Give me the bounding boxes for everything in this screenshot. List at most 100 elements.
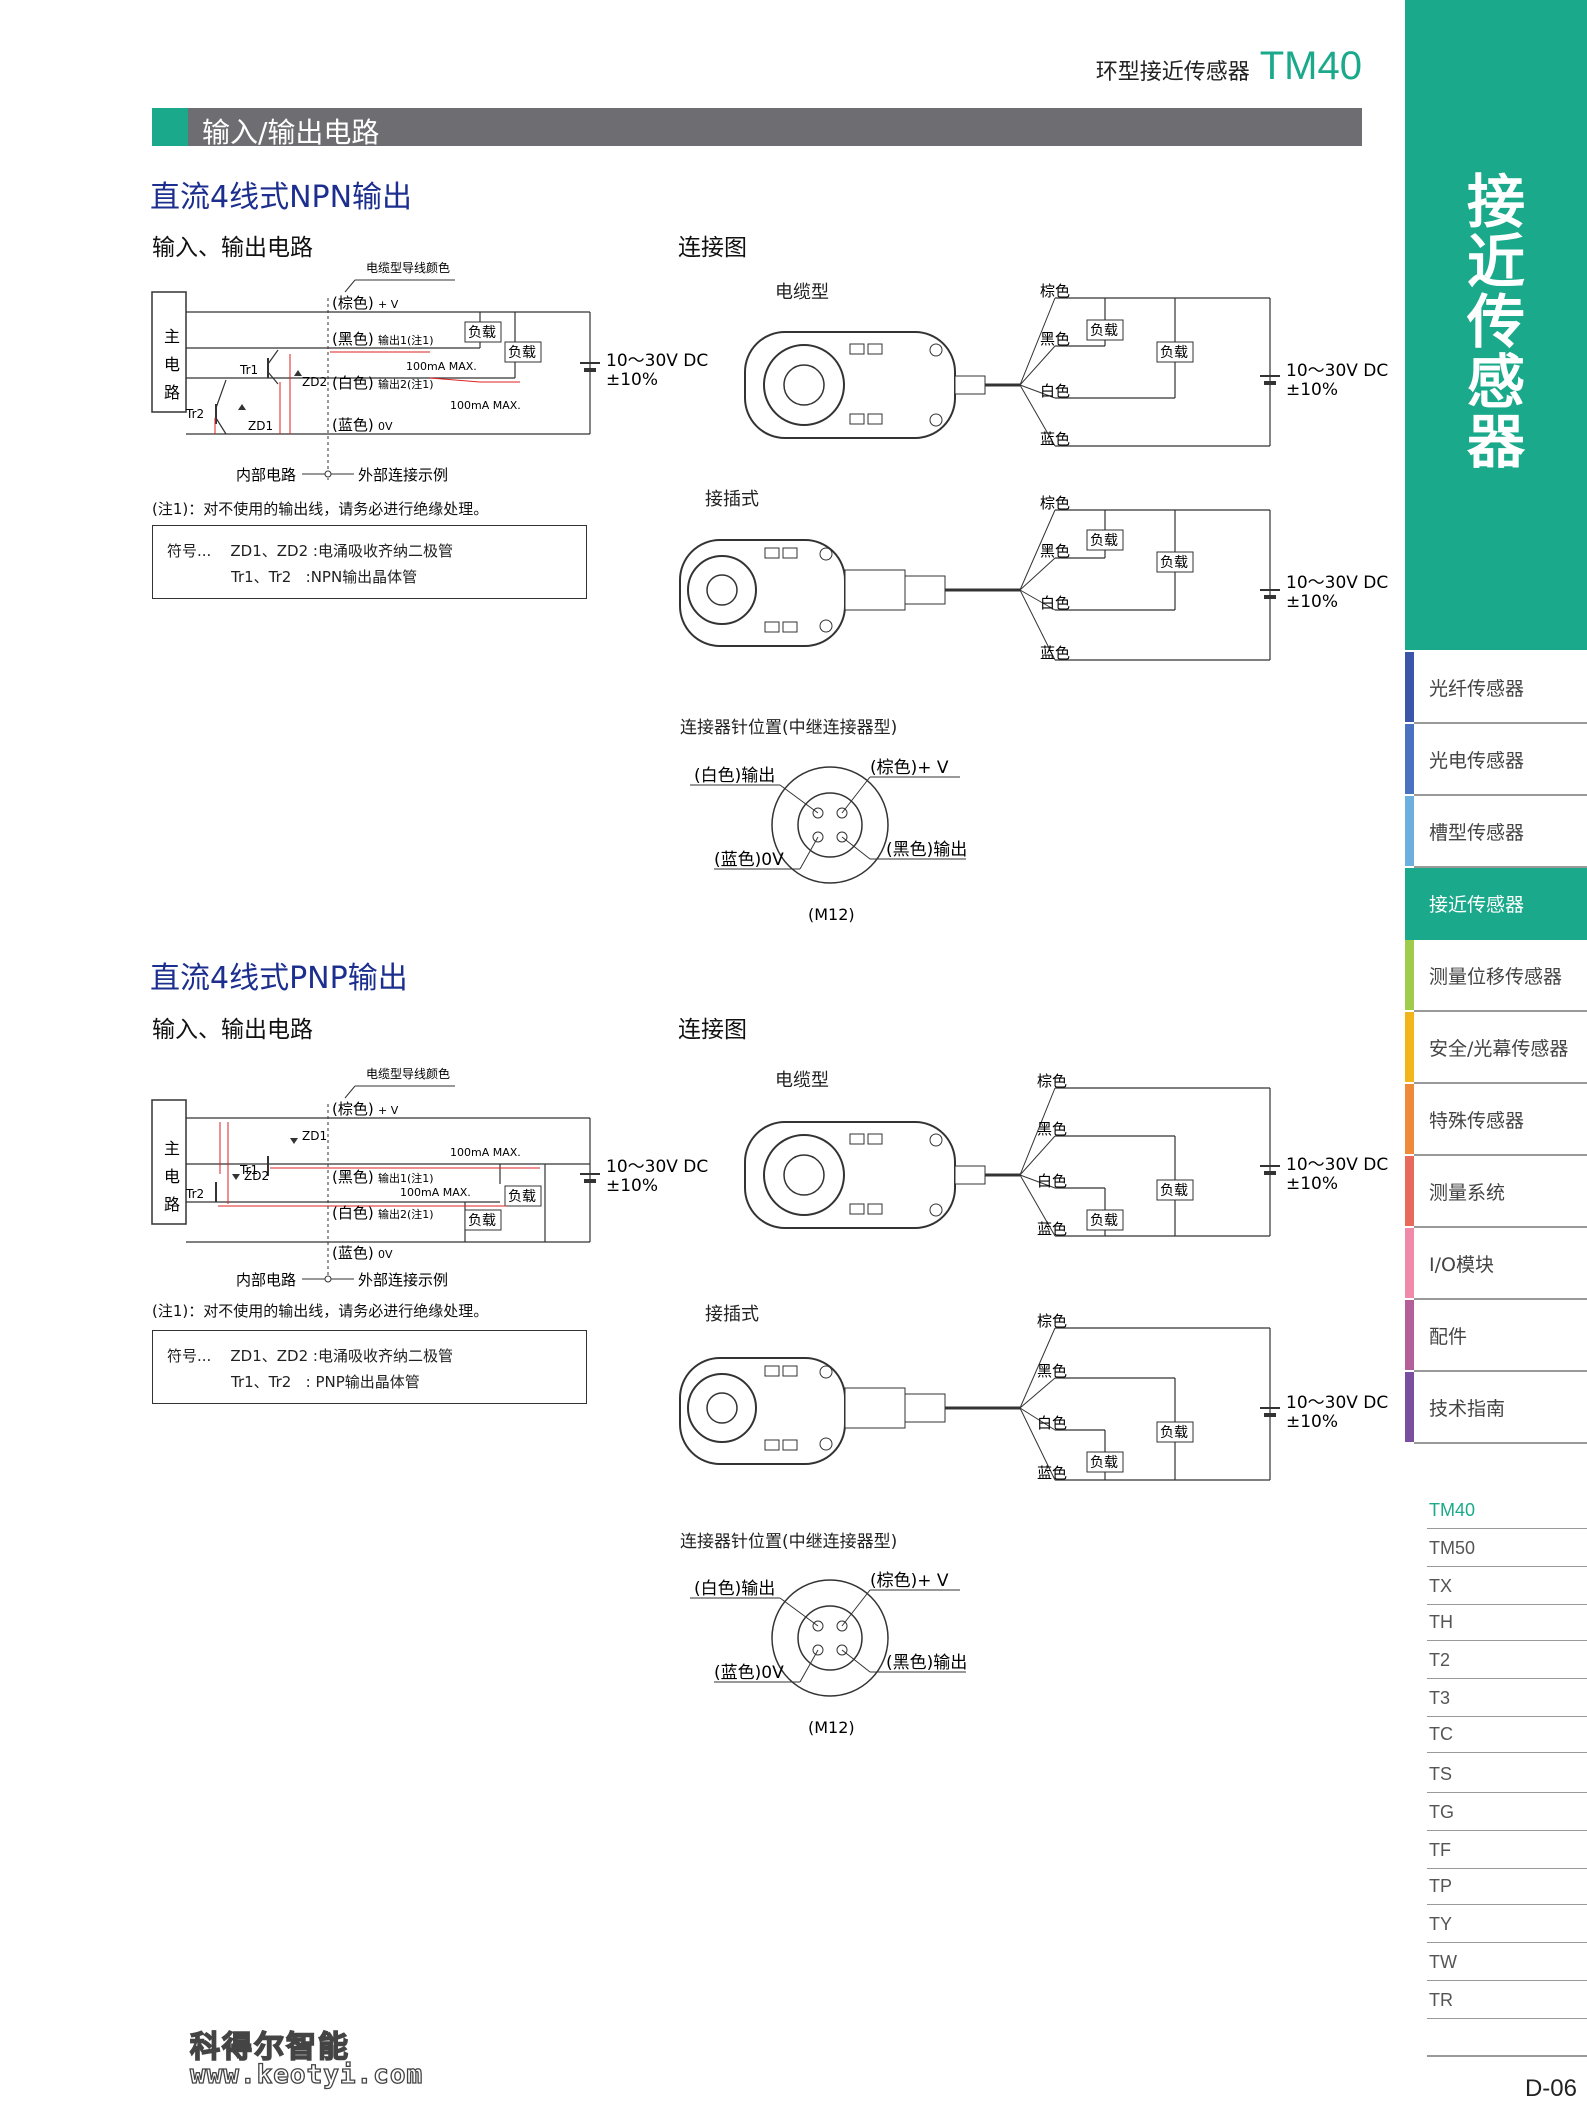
pnp-tolerance: ±10% [606, 1176, 658, 1196]
model-link-6[interactable]: TC [1427, 1716, 1587, 1753]
npn-plug-blue: 蓝色 [1040, 644, 1070, 662]
model-link-13[interactable]: TR [1427, 1982, 1587, 2019]
npn-wire-brown: 棕色 [1040, 282, 1070, 300]
npn-wire-black: 黑色 [1040, 330, 1070, 348]
sidebar-item-label: 槽型传感器 [1429, 822, 1525, 844]
npn-main-1: 主 [164, 327, 180, 346]
pnp-cable-tol: ±10% [1286, 1174, 1338, 1194]
pnp-plug-load-2: 负载 [1090, 1455, 1118, 1471]
pnp-circuit-title: 输入、输出电路 [152, 1017, 313, 1043]
pnp-plug-diagram: 负载 负载 10～30V DC ±10% 棕色 黑色 白色 蓝色 [679, 1312, 1388, 1482]
sidebar-item-3[interactable]: 接近传感器 [1405, 868, 1587, 940]
sidebar-item-10[interactable]: 技术指南 [1405, 1372, 1587, 1444]
sidebar-item-8[interactable]: I/O模块 [1405, 1228, 1587, 1300]
model-link-11[interactable]: TY [1427, 1906, 1587, 1943]
sidebar-title-block: 接近传感器 [1405, 0, 1587, 650]
npn-tr1: Tr1 [239, 363, 258, 377]
pnp-m12: (M12) [808, 1718, 855, 1737]
pnp-title: 直流4线式PNP输出 [150, 961, 408, 996]
model-link-label: TP [1429, 1876, 1453, 1896]
pnp-max2: 100mA MAX. [400, 1186, 471, 1199]
divider [1414, 722, 1587, 724]
pnp-legend-1: 符号... ZD1、ZD2 :电涌吸收齐纳二极管 [167, 1347, 453, 1365]
model-link-10[interactable]: TP [1427, 1868, 1587, 1905]
model-link-7[interactable]: TS [1427, 1756, 1587, 1793]
pnp-legend-box: 符号... ZD1、ZD2 :电涌吸收齐纳二极管 Tr1、Tr2 : PNP输出… [152, 1330, 587, 1404]
divider [1414, 1082, 1587, 1084]
sidebar-item-2[interactable]: 槽型传感器 [1405, 796, 1587, 868]
divider [1414, 1154, 1587, 1156]
npn-brown: (棕色) [332, 294, 374, 312]
model-link-label: TM50 [1429, 1538, 1476, 1558]
sidebar-item-7[interactable]: 测量系统 [1405, 1156, 1587, 1228]
pnp-note: (注1)：对不使用的输出线，请务必进行绝缘处理。 [152, 1302, 489, 1320]
pnp-brown: (棕色) [332, 1100, 374, 1118]
npn-pin-title: 连接器针位置(中继连接器型) [680, 718, 898, 738]
npn-max1: 100mA MAX. [406, 360, 477, 373]
npn-note: (注1)：对不使用的输出线，请务必进行绝缘处理。 [152, 500, 489, 518]
model-link-12[interactable]: TW [1427, 1944, 1587, 1981]
model-link-8[interactable]: TG [1427, 1794, 1587, 1831]
npn-cable-load-1: 负载 [1090, 323, 1118, 339]
model-link-2[interactable]: TX [1427, 1568, 1587, 1605]
sidebar-item-label: 技术指南 [1429, 1398, 1506, 1420]
divider [1414, 1226, 1587, 1228]
pnp-circuit-diagram: 电缆型导线颜色 主 电 路 负载 负载 10～30V DC ±10% Tr1 T… [151, 1066, 708, 1289]
npn-cable-load-2: 负载 [1160, 345, 1188, 361]
npn-legend-1: 符号... ZD1、ZD2 :电涌吸收齐纳二极管 [167, 542, 453, 560]
npn-tolerance: ±10% [606, 370, 658, 390]
model-link-label: T3 [1429, 1688, 1451, 1708]
pnp-plug-type: 接插式 [705, 1304, 759, 1325]
model-link-label: TM40 [1429, 1500, 1476, 1520]
pnp-connection-title: 连接图 [678, 1017, 747, 1043]
npn-cable-supply: 10～30V DC [1286, 361, 1388, 381]
model-link-9[interactable]: TF [1427, 1832, 1587, 1869]
npn-pin-black: (黑色)输出 [886, 840, 967, 860]
npn-external: 外部连接示例 [358, 466, 448, 484]
pnp-legend-2: Tr1、Tr2 : PNP输出晶体管 [231, 1373, 420, 1391]
sidebar-item-color [1405, 1372, 1414, 1442]
pnp-main-1: 主 [164, 1139, 180, 1158]
model-link-4[interactable]: T2 [1427, 1642, 1587, 1679]
sidebar-item-6[interactable]: 特殊传感器 [1405, 1084, 1587, 1156]
pnp-max1: 100mA MAX. [450, 1146, 521, 1159]
model-link-3[interactable]: TH [1427, 1604, 1587, 1641]
model-link-5[interactable]: T3 [1427, 1680, 1587, 1717]
model-link-label: TY [1429, 1914, 1453, 1934]
sidebar-item-4[interactable]: 测量位移传感器 [1405, 940, 1587, 1012]
sidebar-item-9[interactable]: 配件 [1405, 1300, 1587, 1372]
npn-plug-supply: 10～30V DC [1286, 573, 1388, 593]
pnp-internal: 内部电路 [236, 1271, 296, 1289]
npn-legend-2: Tr1、Tr2 :NPN输出晶体管 [231, 568, 418, 586]
pnp-zd2: ZD2 [244, 1169, 269, 1183]
npn-m12: (M12) [808, 905, 855, 924]
sidebar-item-color [1405, 1012, 1414, 1082]
sidebar-item-label: 安全/光幕传感器 [1429, 1038, 1569, 1060]
model-link-1[interactable]: TM50 [1427, 1530, 1587, 1567]
npn-supply: 10～30V DC [606, 351, 708, 371]
pnp-cable-color-label: 电缆型导线颜色 [366, 1066, 450, 1081]
npn-cable-type: 电缆型 [775, 282, 829, 303]
sidebar-item-1[interactable]: 光电传感器 [1405, 724, 1587, 796]
npn-blue: (蓝色) [332, 416, 374, 434]
sidebar-item-color [1405, 940, 1414, 1010]
sidebar-title: 接近传感器 [1466, 168, 1525, 476]
sidebar-item-0[interactable]: 光纤传感器 [1405, 652, 1587, 724]
npn-plug-black: 黑色 [1040, 542, 1070, 560]
npn-load-1: 负载 [468, 325, 496, 341]
sidebar-item-color [1405, 652, 1414, 722]
npn-white-out: 输出2(注1) [378, 377, 434, 391]
npn-circuit-title: 输入、输出电路 [152, 235, 313, 261]
sidebar-item-label: 接近传感器 [1429, 894, 1525, 916]
sidebar-item-label: 测量位移传感器 [1429, 966, 1563, 988]
pnp-wire-white: 白色 [1037, 1172, 1067, 1190]
npn-plug-white: 白色 [1040, 594, 1070, 612]
model-link-label: TX [1429, 1576, 1453, 1596]
watermark-url: www.keotyi.com [189, 2059, 424, 2090]
pnp-cable-diagram: 负载 负载 10～30V DC ±10% 棕色 黑色 白色 蓝色 [744, 1072, 1388, 1238]
pnp-main-2: 电 [164, 1167, 180, 1186]
sidebar-item-5[interactable]: 安全/光幕传感器 [1405, 1012, 1587, 1084]
npn-connection-title: 连接图 [678, 235, 747, 261]
npn-pin-blue: (蓝色)0V [714, 850, 784, 870]
model-link-0[interactable]: TM40 [1427, 1492, 1587, 1529]
